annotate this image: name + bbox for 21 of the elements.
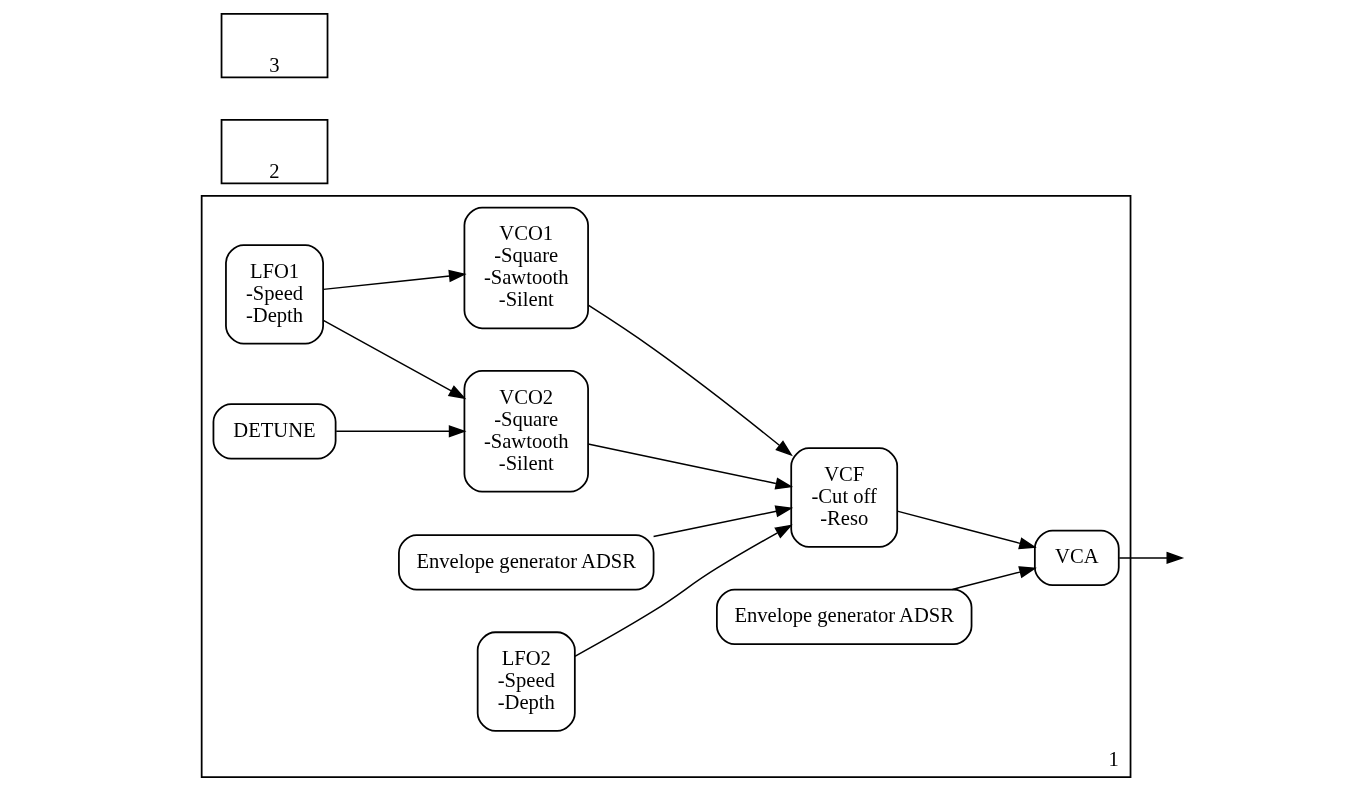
arrow <box>1118 551 1184 565</box>
node-box: VCO2 -Square -Sawtooth -Silent <box>463 370 589 493</box>
arrow <box>335 425 466 438</box>
node-box: LFO2 -Speed -Depth <box>476 631 576 732</box>
arrow <box>951 566 1037 591</box>
node-box: LFO1 -Speed -Depth <box>224 244 324 345</box>
arrow <box>322 319 466 400</box>
node-box: Envelope generator ADSR <box>397 534 654 591</box>
arrow <box>587 304 793 457</box>
node-box: VCA <box>1033 529 1120 587</box>
arrow <box>573 524 793 657</box>
node-box: VCF -Cut off -Reso <box>789 447 898 548</box>
node-box: 3 <box>220 13 328 79</box>
node-box: Envelope generator ADSR <box>715 588 972 645</box>
node-box: VCO1 -Square -Sawtooth -Silent <box>463 206 589 330</box>
node-box: DETUNE <box>212 403 336 460</box>
arrow <box>896 510 1037 550</box>
arrow <box>322 269 467 291</box>
arrow <box>586 443 793 490</box>
arrow <box>652 505 793 538</box>
node-box: 2 <box>220 119 328 185</box>
